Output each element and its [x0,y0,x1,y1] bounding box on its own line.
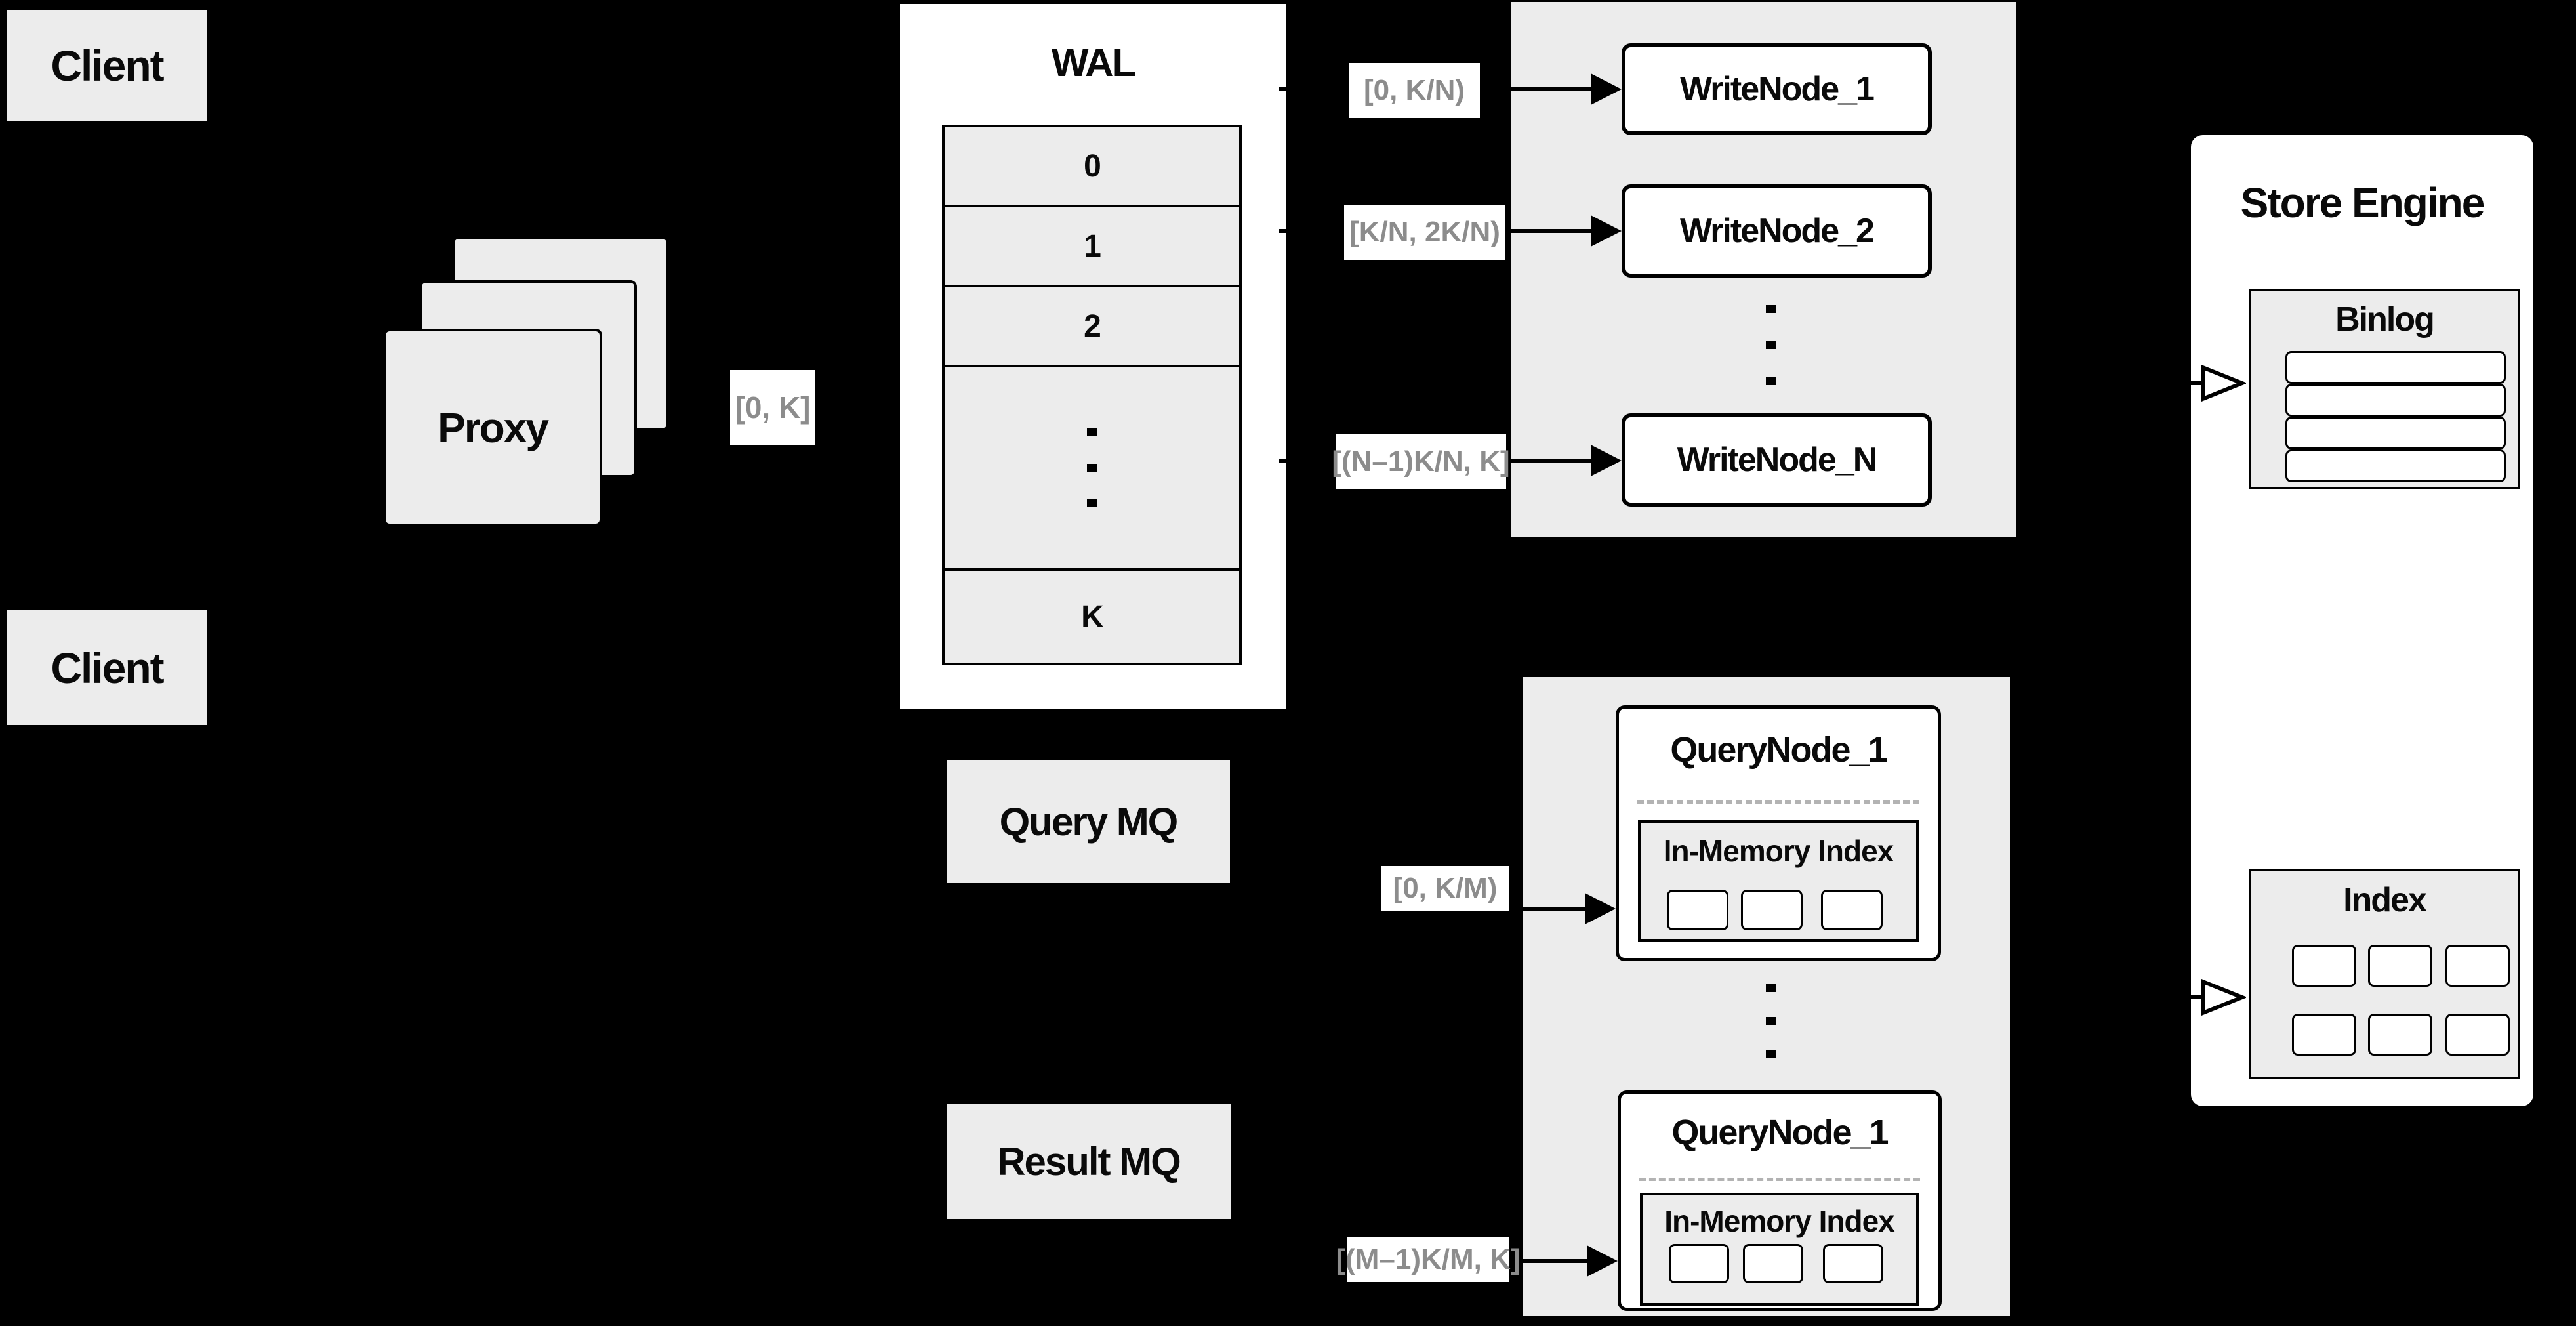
range-label-write2: [K/N, 2K/N) [1344,205,1505,260]
wal-table: 0 1 2 K [942,125,1242,665]
proxy-label: Proxy [438,404,549,451]
query-node-ellipsis [1766,984,1776,1058]
arrow-binlog-line [2024,381,2201,385]
wal-row-2-label: 2 [1084,308,1101,344]
memory-segment-cell [1743,1244,1803,1283]
arrowhead-icon [1587,1245,1618,1277]
range-label-write1-text: [0, K/N) [1364,74,1465,106]
write-node-1-label: WriteNode_1 [1680,70,1875,108]
wal-row-2: 2 [945,287,1239,367]
index-cell [2368,945,2432,987]
binlog-row [2285,417,2506,449]
write-node-2-box: WriteNode_2 [1622,184,1932,278]
range-label-query2: [(M–1)K/M, K] [1336,1237,1521,1282]
result-mq-box: Result MQ [947,1104,1231,1219]
query-node-2-divider [1639,1178,1920,1181]
write-node-n-box: WriteNode_N [1622,413,1932,507]
query-mq-box: Query MQ [947,760,1230,883]
query-node-2-title: QueryNode_1 [1621,1112,1938,1153]
ellipsis-dot [1766,377,1776,385]
range-label-proxy-text: [0, K] [735,390,811,425]
query-node-1-divider [1637,800,1919,804]
client-box-bottom: Client [7,610,207,725]
range-label-writeN: [(N–1)K/N, K] [1332,434,1510,489]
binlog-title-text: Binlog [2335,300,2435,339]
wal-row-0: 0 [945,127,1239,207]
result-mq-label: Result MQ [997,1139,1181,1184]
arrowhead-icon [1591,445,1622,476]
range-label-query1-text: [0, K/M) [1393,872,1498,904]
wal-row-0-label: 0 [1084,148,1101,184]
binlog-row [2285,449,2506,482]
arrowhead-icon [1591,215,1622,247]
wal-row-ellipsis [945,367,1239,571]
index-title: Index [2251,881,2518,920]
ellipsis-dot [1766,341,1776,349]
arrowhead-icon [1591,73,1622,105]
proxy-card-front: Proxy [383,329,602,526]
index-cell [2445,945,2510,987]
open-arrowhead-icon [2201,979,2246,1016]
wal-row-1: 1 [945,207,1239,287]
ellipsis-dot [1766,1050,1776,1058]
wal-row-k: K [945,571,1239,663]
range-label-proxy: [0, K] [730,370,815,445]
open-arrowhead-icon [2201,365,2246,402]
memory-segment-cell [1821,890,1883,930]
query-node-1-title: QueryNode_1 [1619,730,1938,770]
range-label-write1: [0, K/N) [1349,63,1480,118]
range-label-query2-text: [(M–1)K/M, K] [1336,1243,1521,1275]
range-label-write2-text: [K/N, 2K/N) [1349,216,1500,248]
ellipsis-dot [1766,1017,1776,1025]
index-cell [2292,945,2356,987]
write-node-n-label: WriteNode_N [1677,441,1878,479]
memory-segment-cell [1669,1244,1729,1283]
index-cell [2445,1014,2510,1056]
binlog-row [2285,384,2506,417]
query-node-1-title-text: QueryNode_1 [1670,730,1887,770]
client-bottom-label: Client [51,643,164,692]
binlog-row [2285,351,2506,384]
index-cell [2292,1014,2356,1056]
client-box-top: Client [7,10,207,121]
ellipsis-dot [1766,305,1776,313]
ellipsis-dot [1086,464,1097,472]
query-mq-label: Query MQ [999,799,1179,844]
write-node-1-box: WriteNode_1 [1622,43,1932,135]
ellipsis-dot [1086,428,1097,436]
in-memory-index-2-title-text: In-Memory Index [1664,1204,1895,1238]
index-title-text: Index [2343,881,2427,919]
wal-title: WAL [900,40,1286,85]
write-node-2-label: WriteNode_2 [1680,212,1875,250]
range-label-writeN-text: [(N–1)K/N, K] [1332,445,1510,478]
binlog-title: Binlog [2251,300,2518,339]
ellipsis-dot [1086,499,1097,507]
wal-row-k-label: K [1081,599,1104,634]
in-memory-index-2-title: In-Memory Index [1643,1203,1916,1239]
index-cell [2368,1014,2432,1056]
store-engine-title-text: Store Engine [2240,179,2485,226]
wal-panel: WAL 0 1 2 K [900,4,1286,709]
memory-segment-cell [1823,1244,1883,1283]
query-node-2-title-text: QueryNode_1 [1671,1113,1889,1152]
memory-segment-cell [1667,890,1728,930]
client-top-label: Client [51,41,164,90]
range-label-query1: [0, K/M) [1381,866,1509,911]
wal-title-text: WAL [1051,41,1136,85]
store-engine-title: Store Engine [2191,178,2533,227]
in-memory-index-1-title: In-Memory Index [1641,833,1916,869]
wal-row-1-label: 1 [1084,228,1101,264]
memory-segment-cell [1741,890,1803,930]
ellipsis-dot [1766,984,1776,992]
arrowhead-icon [1585,893,1616,924]
in-memory-index-1-title-text: In-Memory Index [1663,834,1894,868]
arrow-index-line [2024,995,2201,999]
write-node-ellipsis [1766,305,1776,385]
